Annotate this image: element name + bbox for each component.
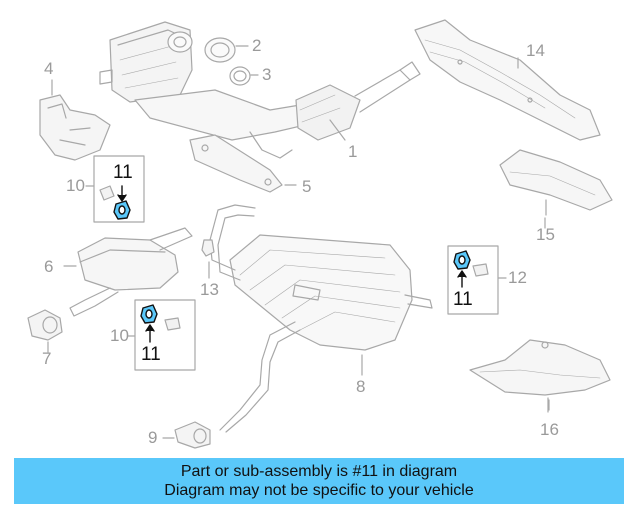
connector-part (162, 421, 211, 449)
callout-2: 2 (252, 36, 262, 55)
callout-10-upper: 10 (66, 176, 85, 195)
leader-lines (329, 119, 550, 411)
callout-1: 1 (348, 142, 358, 161)
clamp-part (27, 309, 63, 353)
callout-8: 8 (356, 377, 366, 396)
callout-11-right: 11 (453, 289, 473, 310)
callout-9: 9 (148, 428, 158, 447)
callout-13: 13 (200, 280, 219, 299)
callout-7: 7 (42, 349, 52, 368)
callout-11-upper: 11 (113, 162, 133, 183)
banner-part-line: Part or sub-assembly is #11 in diagram (180, 463, 458, 480)
rubber-mount-part (201, 239, 215, 279)
callout-11-lower: 11 (141, 344, 161, 365)
hanger-bracket-part (189, 134, 297, 193)
callout-5: 5 (302, 177, 312, 196)
detail-box-lower (127, 299, 196, 371)
small-heat-shield-part (499, 149, 613, 216)
callout-16: 16 (540, 420, 559, 439)
banner-disclaimer-line: Diagram may not be specific to your vehi… (164, 482, 474, 499)
highlighted-hanger-parts (113, 185, 471, 343)
info-banner: Part or sub-assembly is #11 in diagram D… (14, 458, 624, 504)
callout-4: 4 (44, 59, 54, 78)
rear-muffler-part (209, 204, 433, 433)
callout-12: 12 (508, 268, 527, 287)
underbody-shield-part (469, 339, 611, 413)
callout-3: 3 (262, 65, 272, 84)
callout-15: 15 (536, 225, 555, 244)
gasket-parts (204, 37, 259, 86)
center-muffler-part (63, 227, 193, 317)
bracket-part (39, 79, 111, 161)
catalytic-converter-part (99, 21, 421, 159)
callout-14: 14 (526, 41, 545, 60)
callout-10-lower: 10 (110, 326, 129, 345)
callout-6: 6 (44, 257, 54, 276)
heat-shield-part (414, 19, 601, 141)
